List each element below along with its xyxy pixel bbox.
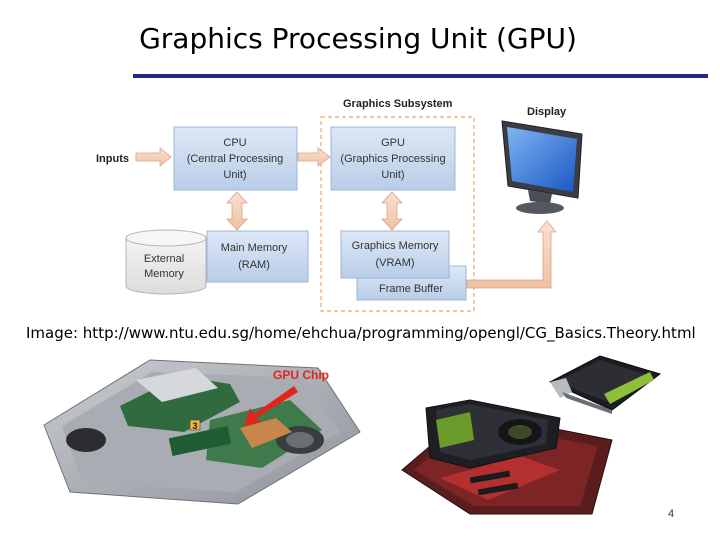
inputs-arrow	[135, 147, 172, 167]
gpu-label-line1: GPU	[381, 137, 405, 149]
monitor-icon	[501, 120, 583, 214]
main-memory-line1: Main Memory	[221, 242, 288, 254]
cpu-label-line3: Unit)	[223, 169, 246, 181]
external-memory-line1: External	[144, 253, 184, 265]
display-label: Display	[527, 106, 567, 118]
graphics-memory-box	[340, 230, 450, 279]
graphics-memory-line1: Graphics Memory	[352, 240, 439, 252]
main-memory-line2: (RAM)	[238, 259, 270, 271]
external-memory-line2: Memory	[144, 268, 184, 280]
gpu-box	[330, 126, 456, 191]
gpu-chip-callout: GPU Chip	[273, 368, 329, 382]
page-number: 4	[668, 508, 675, 520]
slide-title: Graphics Processing Unit (GPU)	[139, 22, 577, 55]
laptop-badge: 3	[192, 421, 197, 431]
cpu-label-line1: CPU	[223, 137, 246, 149]
cpu-gpu-arrow	[297, 147, 331, 167]
frame-buffer-label: Frame Buffer	[379, 283, 443, 295]
gpu-label-line2: (Graphics Processing	[340, 153, 445, 165]
image-source-caption: Image: http://www.ntu.edu.sg/home/ehchua…	[26, 324, 696, 342]
title-underline	[133, 74, 708, 78]
graphics-card-small-photo	[548, 355, 662, 414]
gpu-chip-arrow	[244, 386, 298, 426]
cpu-box	[173, 126, 298, 191]
cpu-memory-arrow	[226, 191, 248, 231]
inputs-label: Inputs	[96, 153, 129, 165]
graphics-subsystem-label: Graphics Subsystem	[343, 98, 453, 110]
framebuffer-display-arrow	[466, 220, 557, 289]
graphics-card-motherboard-photo	[401, 399, 613, 515]
gpu-label-line3: Unit)	[381, 169, 404, 181]
graphics-subsystem-region	[320, 116, 475, 312]
external-memory-cylinder	[125, 229, 207, 295]
graphics-memory-line2: (VRAM)	[375, 257, 414, 269]
gpu-vram-arrow	[381, 191, 403, 231]
main-memory-box	[206, 230, 309, 283]
cpu-label-line2: (Central Processing	[187, 153, 284, 165]
